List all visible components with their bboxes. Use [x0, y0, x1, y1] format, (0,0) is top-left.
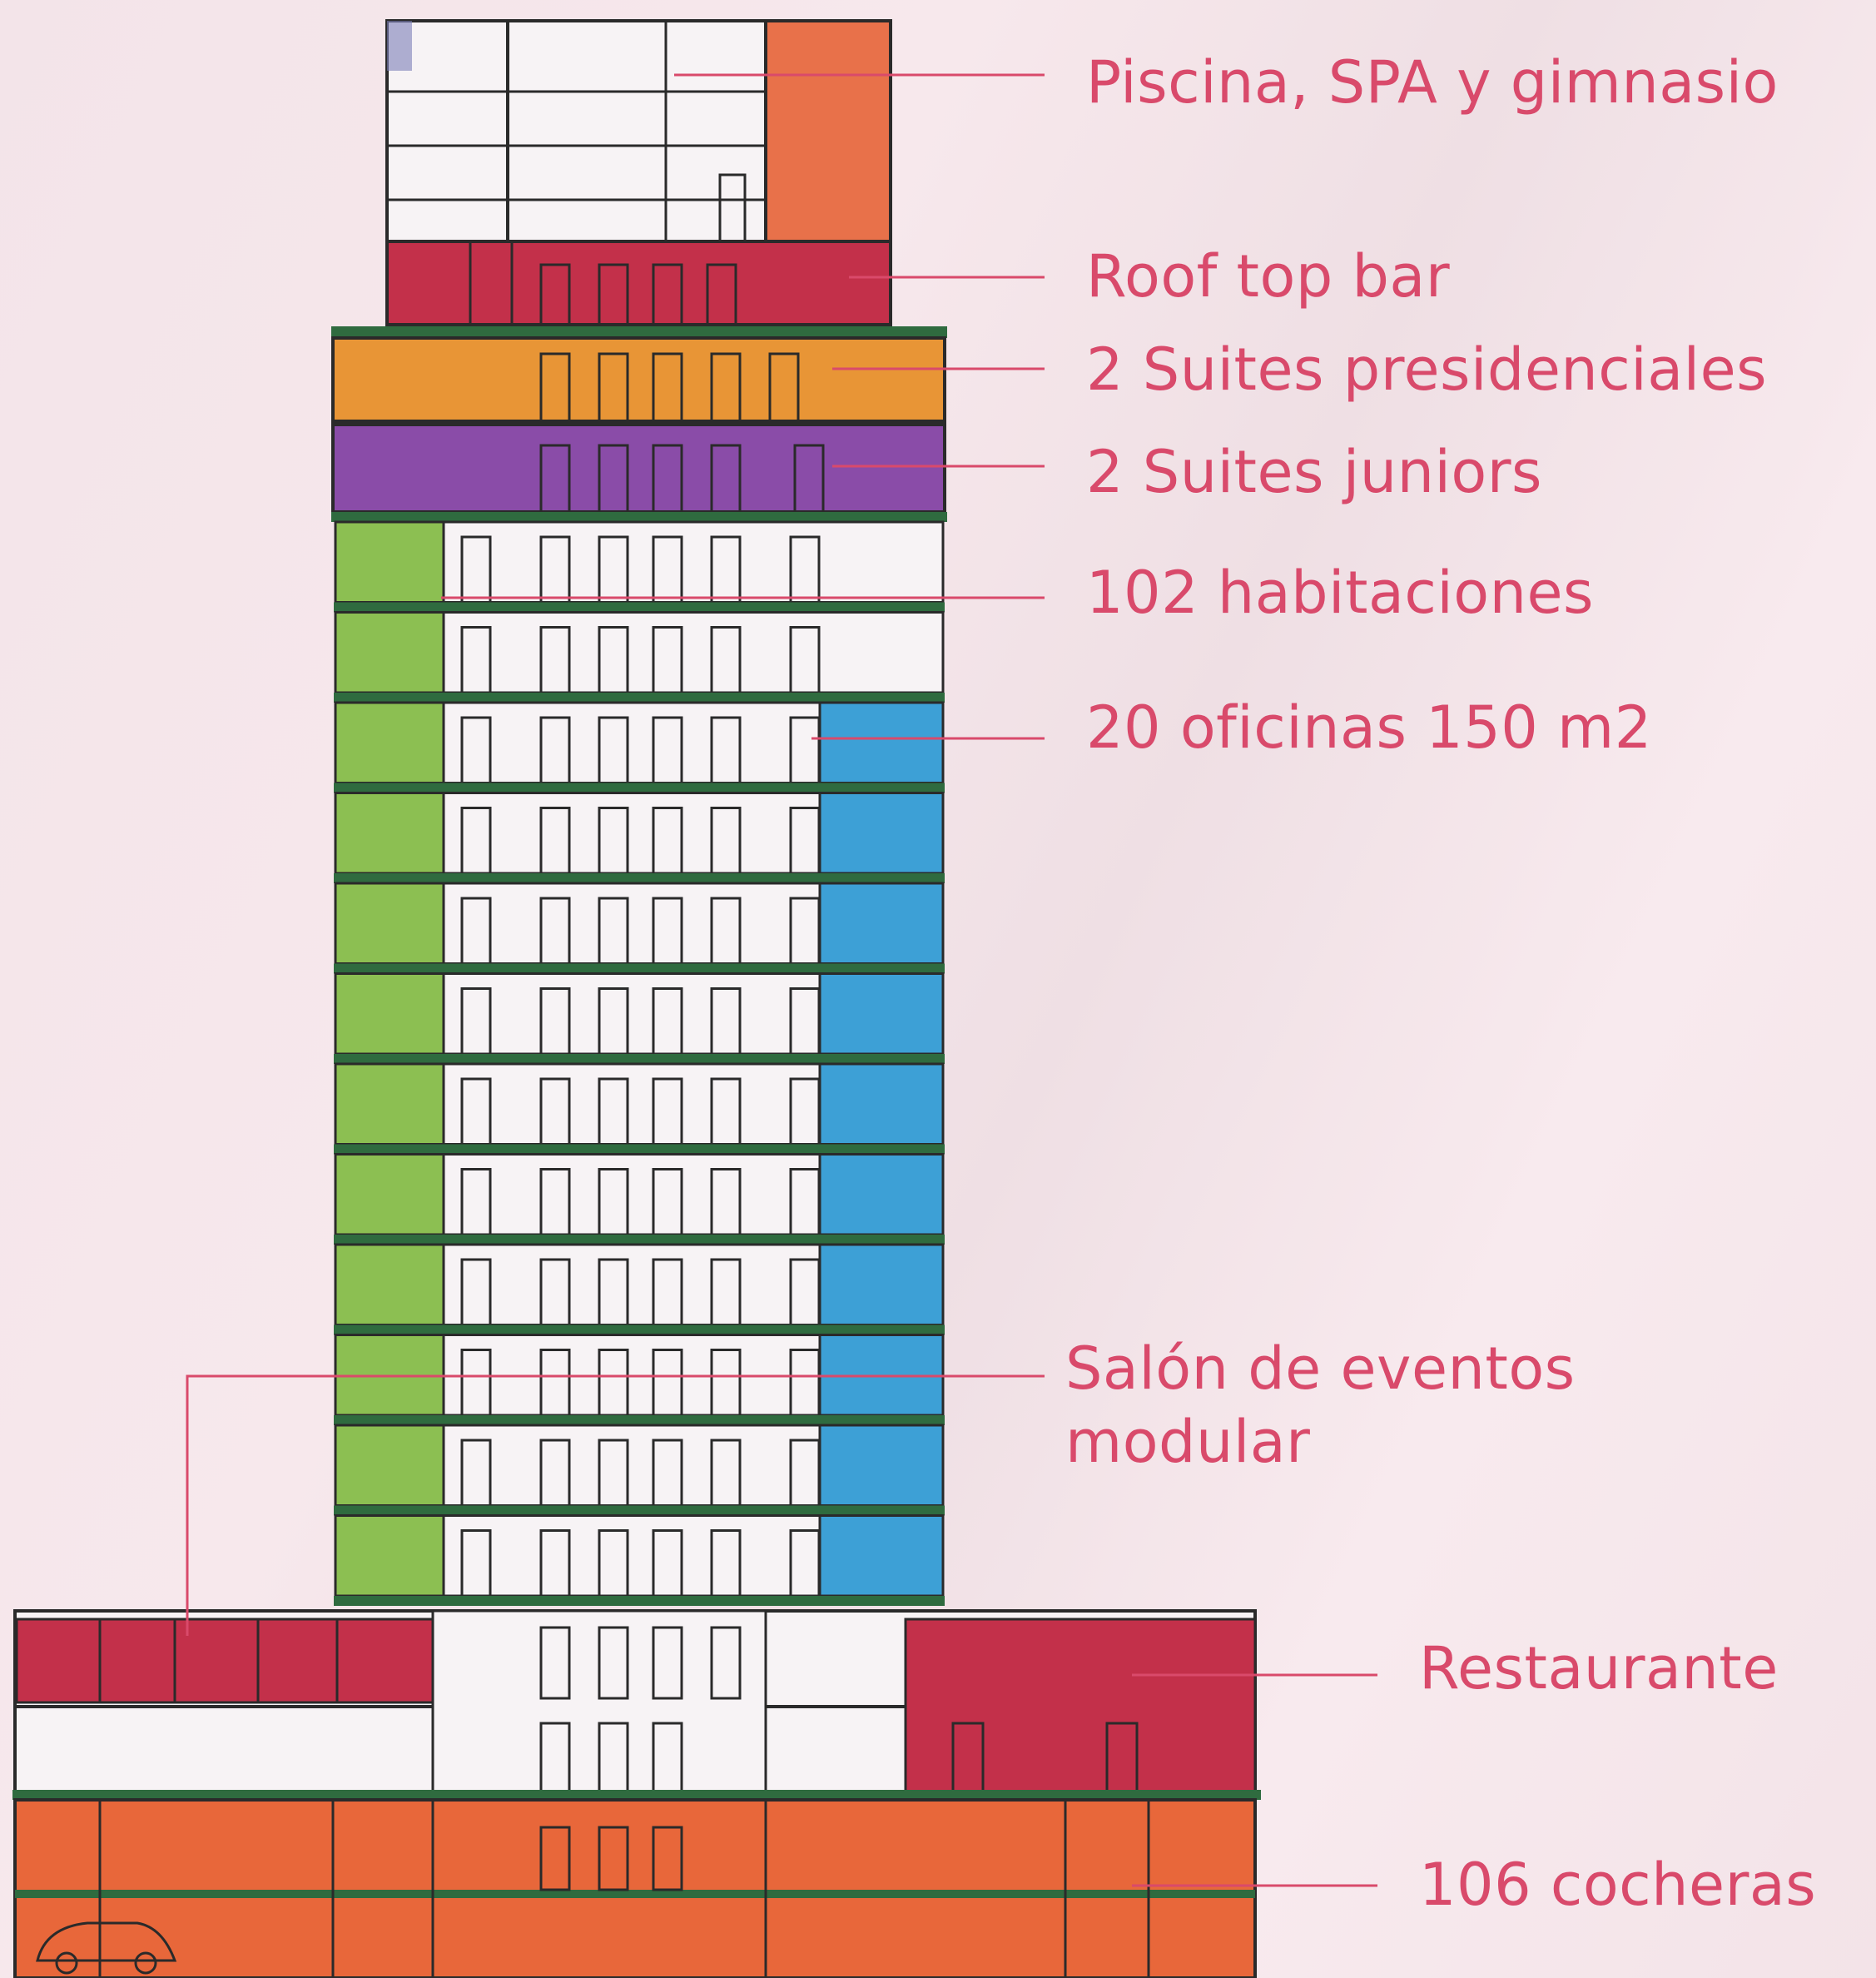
roof-bar-zone	[385, 240, 892, 326]
oficinas-zone	[818, 1062, 945, 1146]
habitaciones-zone	[334, 882, 445, 965]
roof-bar-stair	[469, 240, 514, 326]
slab	[15, 1890, 1255, 1898]
podium-block	[12, 1609, 1261, 1800]
habitaciones-zone	[334, 701, 445, 784]
label-cocheras: 106 cocheras	[1419, 1851, 1817, 1919]
slab	[334, 1235, 945, 1245]
slab	[334, 963, 945, 974]
slab	[334, 1324, 945, 1335]
slab	[334, 1596, 945, 1606]
piscina-zone	[764, 19, 892, 243]
suites-juniors-block	[331, 423, 947, 522]
oficinas-zone	[818, 972, 945, 1056]
label-piscina: Piscina, SPA y gimnasio	[1086, 48, 1779, 117]
habitaciones-zone	[334, 792, 445, 875]
suites-juniors-zone	[331, 423, 946, 514]
slab	[334, 1415, 945, 1425]
cocheras-doors	[539, 1826, 683, 1891]
label-suites-juniors: 2 Suites juniors	[1086, 438, 1542, 506]
cocheras-zone	[13, 1798, 1257, 1978]
slab	[12, 1790, 1261, 1800]
oficinas-zone	[818, 1243, 945, 1326]
habitaciones-zone	[334, 1424, 445, 1507]
roof-bar-doors	[539, 263, 737, 326]
label-salon-line2: modular	[1065, 1408, 1311, 1476]
label-oficinas: 20 oficinas 150 m2	[1086, 693, 1652, 762]
oficinas-zone	[818, 701, 945, 784]
salon-zone	[15, 1618, 434, 1704]
label-roof-top-bar: Roof top bar	[1086, 242, 1451, 311]
slab	[334, 873, 945, 883]
penthouse-left-dark-band	[387, 21, 412, 71]
suites-presidenciales-doors	[539, 352, 800, 423]
oficinas-zone	[818, 1514, 945, 1598]
oficinas-zone	[818, 882, 945, 965]
penthouse-room-fill	[385, 19, 767, 243]
oficinas-zone	[818, 792, 945, 875]
slab	[334, 1144, 945, 1155]
cocheras-block	[13, 1798, 1257, 1978]
roof-top-bar-block	[385, 240, 892, 326]
slab	[334, 1054, 945, 1064]
slab	[334, 693, 945, 703]
leader-lines	[186, 73, 1377, 1887]
penthouse-block	[385, 19, 892, 243]
habitaciones-zone	[334, 520, 445, 604]
slab	[334, 602, 945, 613]
tower-floors	[334, 520, 945, 1606]
habitaciones-zone	[334, 1062, 445, 1146]
slab	[331, 512, 947, 522]
label-salon-line1: Salón de eventos	[1065, 1334, 1576, 1403]
habitaciones-zone	[334, 611, 445, 694]
restaurante-zone	[904, 1618, 1257, 1796]
salon-dividers	[98, 1619, 339, 1702]
oficinas-zone	[818, 1153, 945, 1236]
slab	[334, 1505, 945, 1516]
habitaciones-zone	[334, 1153, 445, 1236]
suites-presidenciales-zone	[331, 336, 946, 423]
slab	[331, 326, 947, 338]
oficinas-zone	[818, 1424, 945, 1507]
habitaciones-zone	[334, 1514, 445, 1598]
label-restaurante: Restaurante	[1419, 1634, 1779, 1702]
slab	[334, 783, 945, 793]
habitaciones-zone	[334, 1243, 445, 1326]
label-suites-presidenciales: 2 Suites presidenciales	[1086, 335, 1768, 404]
label-habitaciones: 102 habitaciones	[1086, 559, 1595, 627]
suites-presidenciales-block	[331, 326, 947, 423]
habitaciones-zone	[334, 972, 445, 1056]
leader-salon	[186, 1374, 1045, 1636]
cocheras-columns	[98, 1800, 1150, 1978]
car-icon	[36, 1921, 177, 1975]
